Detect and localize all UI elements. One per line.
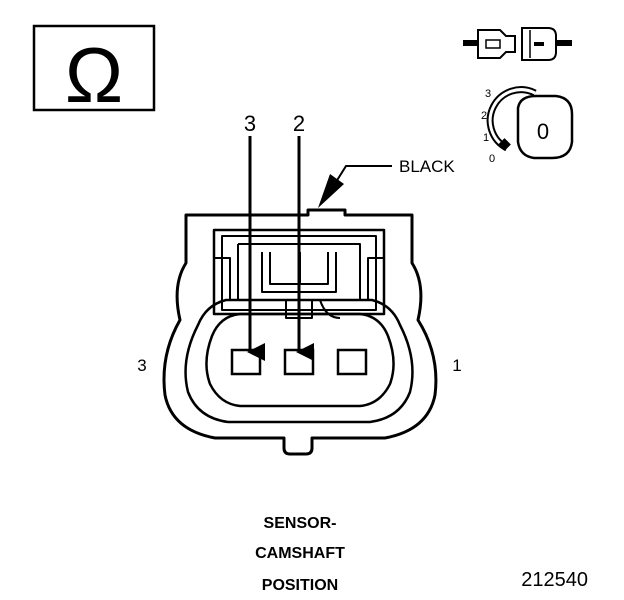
- cavity-1: [336, 348, 368, 376]
- key-position-0: 0: [489, 153, 495, 165]
- component-caption: SENSOR- CAMSHAFT POSITION: [255, 515, 345, 594]
- wire-color-label: BLACK: [399, 157, 455, 176]
- caption-line-3: POSITION: [262, 577, 338, 594]
- caption-line-2: CAMSHAFT: [255, 545, 345, 562]
- key-icon-label: 0: [537, 119, 549, 144]
- probe-label-2: 2: [293, 111, 305, 136]
- key-position-3: 3: [485, 88, 491, 100]
- wire-color-callout: BLACK: [318, 157, 455, 208]
- cavity-label-right: 1: [452, 356, 461, 375]
- cavity-label-left: 3: [137, 356, 146, 375]
- figure-number: 212540: [521, 569, 588, 591]
- ohmmeter-symbol-box: Ω: [32, 24, 156, 119]
- key-position-2: 2: [481, 110, 487, 122]
- probe-arrows: 3 2: [244, 111, 314, 361]
- cavity-2: [283, 348, 315, 376]
- cavity-3: [230, 348, 262, 376]
- probe-label-3: 3: [244, 111, 256, 136]
- ohm-icon: Ω: [65, 31, 123, 119]
- ignition-key-dial: 3 2 1 0 0: [481, 86, 574, 165]
- terminal-cavities: [230, 348, 368, 376]
- caption-line-1: SENSOR-: [264, 515, 337, 532]
- connector-disconnected-icon: [463, 27, 572, 61]
- key-position-1: 1: [483, 132, 489, 144]
